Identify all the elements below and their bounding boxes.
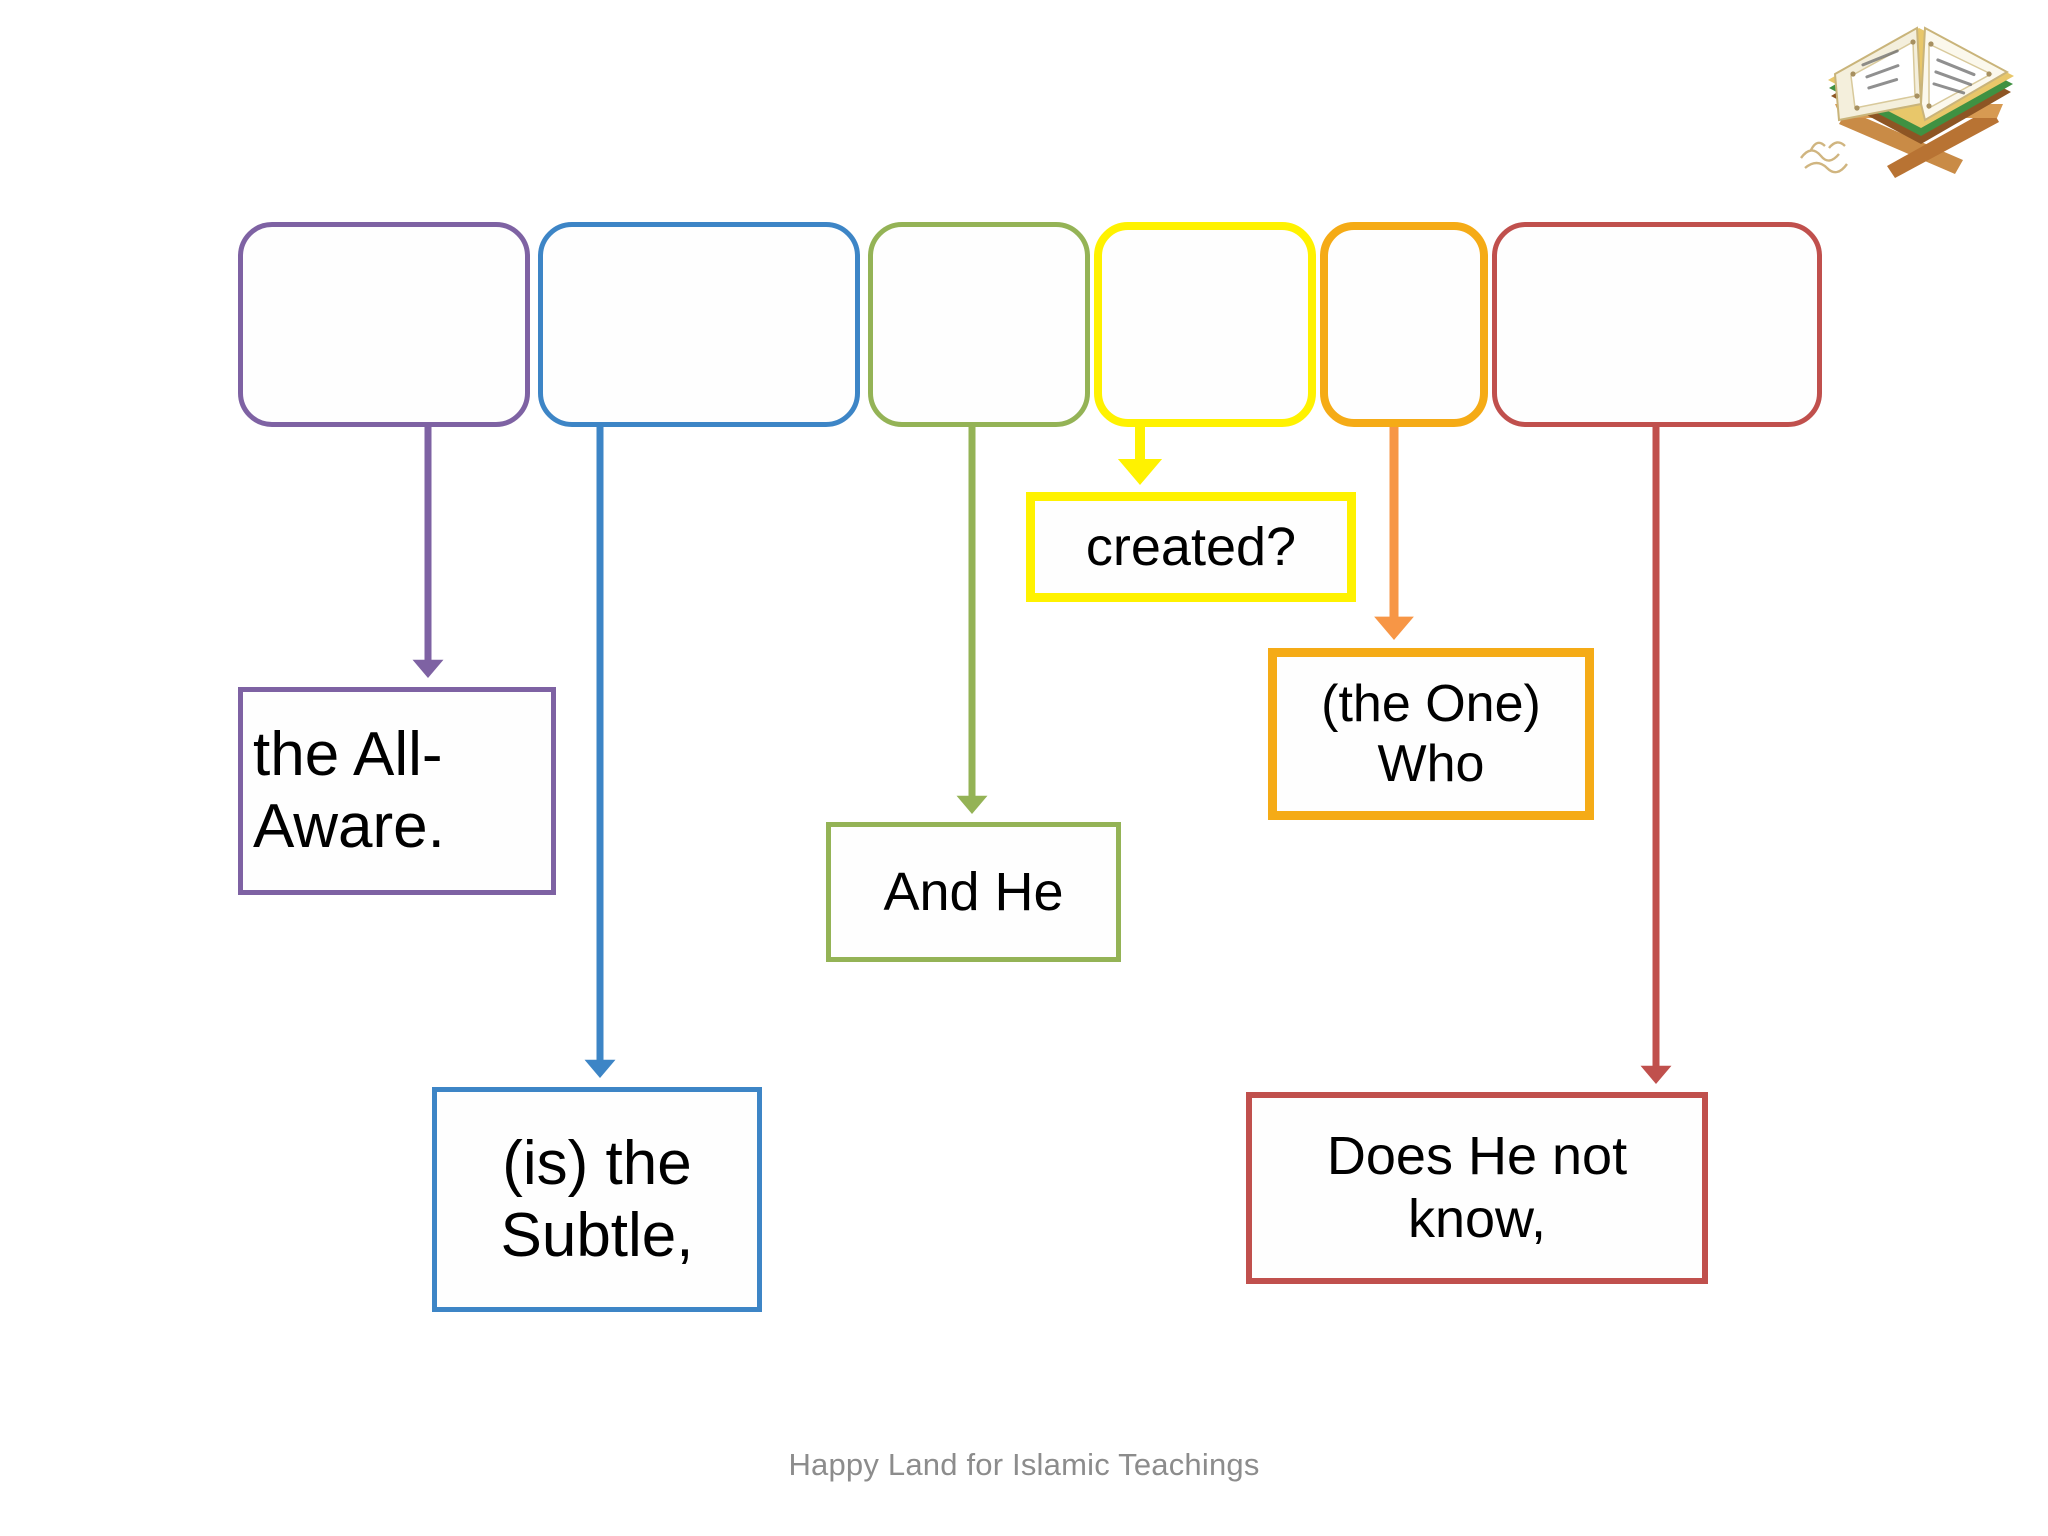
label-text-subtle: (is) the Subtle, — [500, 1128, 694, 1270]
connector-arrow-blue — [584, 427, 616, 1078]
label-text-created: created? — [1085, 516, 1297, 577]
label-text-and-he: And He — [883, 861, 1064, 922]
top-slot-blue[interactable] — [538, 222, 860, 427]
connector-arrow-purple — [412, 427, 444, 678]
top-slot-purple[interactable] — [238, 222, 530, 427]
label-box-the-one-who[interactable]: (the One) Who — [1268, 648, 1594, 820]
label-box-subtle[interactable]: (is) the Subtle, — [432, 1087, 762, 1312]
label-text-the-one-who: (the One) Who — [1321, 674, 1541, 793]
connector-arrow-red — [1640, 427, 1672, 1084]
connector-arrow-green — [956, 427, 988, 814]
connector-arrow-yellow — [1117, 427, 1163, 485]
label-text-all-aware: the All-Aware. — [253, 720, 445, 861]
label-box-does-he-not-know[interactable]: Does He not know, — [1246, 1092, 1708, 1284]
label-text-does-he-not-know: Does He not know, — [1326, 1126, 1628, 1249]
quran-on-rehal-icon — [1795, 8, 2045, 188]
footer-credit: Happy Land for Islamic Teachings — [788, 1447, 1260, 1482]
top-slot-green[interactable] — [868, 222, 1090, 427]
label-box-created[interactable]: created? — [1026, 492, 1356, 602]
top-slot-orange[interactable] — [1320, 222, 1488, 427]
top-slot-yellow[interactable] — [1094, 222, 1316, 427]
top-slot-red[interactable] — [1492, 222, 1822, 427]
connector-arrow-orange — [1374, 427, 1414, 640]
label-box-and-he[interactable]: And He — [826, 822, 1121, 962]
label-box-all-aware[interactable]: the All-Aware. — [238, 687, 556, 895]
